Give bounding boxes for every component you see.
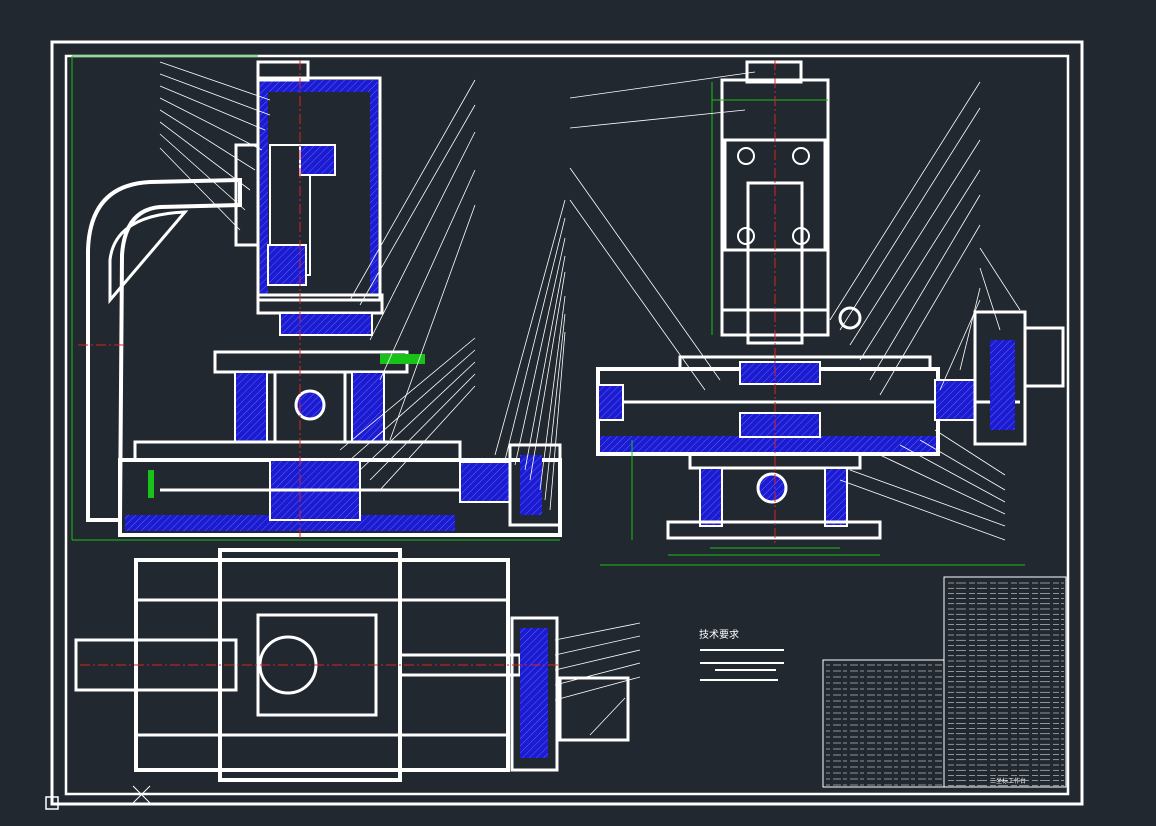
title-block-caption: 三坐标工作台 bbox=[990, 778, 1027, 785]
spindle-gear bbox=[299, 144, 336, 176]
spindle-hatch-right bbox=[370, 90, 378, 295]
top-motor-end bbox=[510, 616, 559, 772]
bolt-br bbox=[792, 227, 810, 245]
front-leaders bbox=[159, 61, 566, 511]
bolt-tl bbox=[737, 147, 755, 165]
clamp-plate bbox=[279, 312, 373, 336]
carriage-left bbox=[234, 371, 268, 443]
side-nut-top bbox=[739, 361, 821, 385]
motor-flange bbox=[459, 461, 511, 503]
side-motor-mount bbox=[934, 379, 976, 421]
side-view bbox=[569, 60, 1065, 566]
top-shaft-left bbox=[74, 638, 238, 692]
spindle-cap bbox=[256, 60, 310, 82]
parts-list-rows bbox=[826, 582, 1064, 787]
spindle-bracket bbox=[234, 143, 260, 247]
spindle-hatch-top bbox=[260, 80, 378, 92]
carriage-right bbox=[351, 371, 385, 443]
side-lead-bore bbox=[756, 472, 788, 504]
top-view bbox=[74, 548, 641, 782]
table-top bbox=[213, 350, 409, 374]
bolt-tr bbox=[792, 147, 810, 165]
motor-end-hatch bbox=[520, 455, 542, 515]
tech-requirements-lines bbox=[700, 649, 784, 681]
side-left-cap bbox=[597, 384, 624, 421]
side-table-hatch bbox=[600, 436, 936, 452]
sheet-outer-border bbox=[50, 40, 1084, 806]
side-base-leg-left bbox=[699, 467, 723, 527]
tech-requirements-title: 技术要求 bbox=[699, 630, 739, 641]
motor-end bbox=[508, 443, 562, 527]
ucs-marker bbox=[45, 796, 59, 810]
sheet-inner-border bbox=[64, 54, 1070, 796]
bolt-bl bbox=[737, 227, 755, 245]
lead-bore bbox=[294, 389, 326, 421]
base-hatch bbox=[125, 515, 455, 531]
side-nut-bottom bbox=[739, 412, 821, 438]
spindle-foot bbox=[256, 293, 384, 315]
title-block bbox=[822, 576, 1067, 788]
side-foot bbox=[666, 520, 882, 540]
top-motor-body bbox=[558, 676, 630, 742]
side-leaders bbox=[569, 71, 1021, 541]
side-base-top bbox=[688, 452, 862, 470]
frame-arm bbox=[86, 177, 242, 522]
base-green-mark bbox=[148, 470, 154, 498]
handwheel bbox=[838, 306, 862, 330]
top-motor-hatch bbox=[520, 628, 548, 758]
side-base-leg-right bbox=[824, 467, 848, 527]
frame-rib bbox=[108, 210, 189, 305]
front-view bbox=[71, 55, 566, 541]
side-motor-hatch bbox=[990, 340, 1015, 430]
column-top bbox=[745, 60, 803, 84]
table-top-green bbox=[380, 354, 425, 364]
cursor-x-2 bbox=[132, 785, 151, 804]
base-rail bbox=[133, 440, 462, 462]
top-leaders bbox=[554, 622, 641, 736]
spindle-hatch-left bbox=[260, 90, 268, 295]
side-motor-shaft bbox=[1023, 326, 1065, 388]
